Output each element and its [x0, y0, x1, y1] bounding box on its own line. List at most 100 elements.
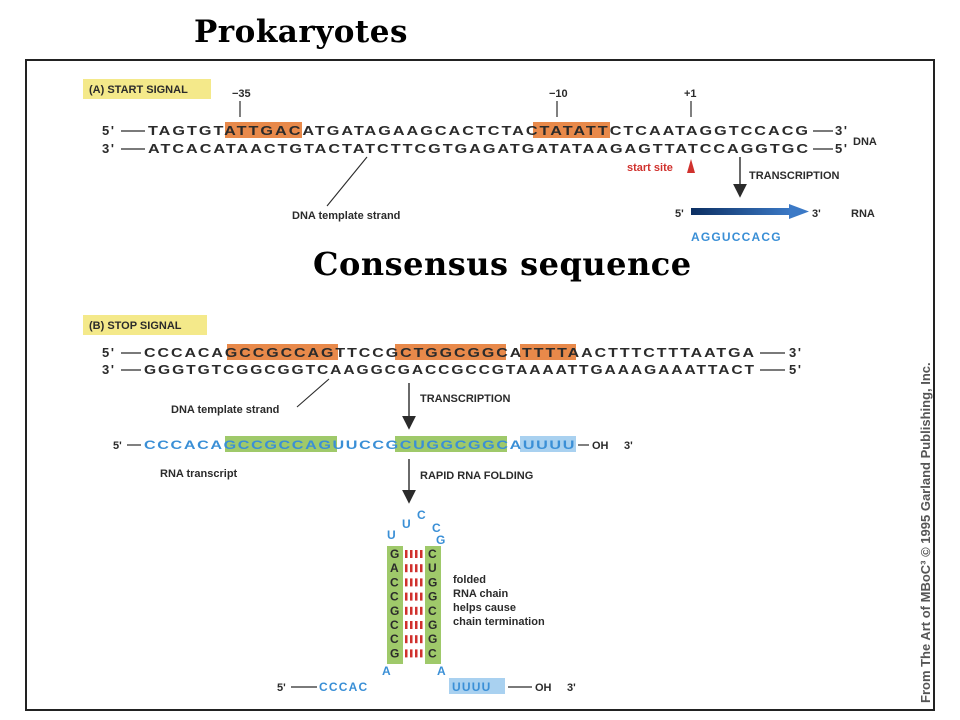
rna-a-seq: AGGUCCACG [691, 230, 782, 244]
start-signal-tag: (A) START SIGNAL [89, 84, 188, 96]
seq-segment: TTCCG [335, 345, 400, 360]
stem-right-base: U [428, 561, 437, 575]
start-site-arrow-icon [687, 159, 695, 173]
stem-left-base: C [390, 618, 399, 632]
base-pair-tick [410, 564, 413, 573]
base-pair-tick [415, 550, 418, 558]
stem-right-base: C [428, 547, 437, 561]
stop-signal-tag: (B) STOP SIGNAL [89, 320, 182, 332]
base-pair-tick [415, 606, 418, 615]
seq-segment: UUCCG [333, 438, 400, 452]
box-minus10 [533, 122, 610, 138]
stem-right-base: G [428, 618, 437, 632]
base-pair-tick [420, 606, 423, 615]
page-title: Prokaryotes [194, 14, 408, 50]
base-pair-tick [410, 578, 413, 587]
stem-right-base: G [428, 575, 437, 589]
folded-note-2: RNA chain [453, 588, 508, 600]
transcription-label-b: TRANSCRIPTION [420, 393, 511, 405]
rna-arrow-icon [691, 208, 791, 215]
dna-label: DNA [853, 136, 877, 148]
stem-right-bg [425, 546, 441, 664]
bottom-seq: CCCAC [319, 680, 368, 694]
seq-segment: A [510, 438, 523, 452]
seq-minus10: TATATT [540, 123, 610, 138]
folding-label: RAPID RNA FOLDING [420, 470, 533, 482]
seq-segment: GCCGCCAG [224, 438, 333, 452]
base-pair-tick [420, 649, 423, 658]
stem-left-base: A [390, 561, 399, 575]
stem-left-bg [387, 546, 403, 664]
rna-box3 [520, 436, 576, 452]
transcript-three: 3' [624, 440, 633, 452]
folded-note-4: chain termination [453, 616, 545, 628]
base-pair-tick [410, 606, 413, 615]
strand-b-top-three: 3' [789, 345, 803, 360]
bottom-uuuu-bg [449, 678, 505, 694]
base-pair-tick [415, 635, 418, 644]
pos-minus10: −10 [549, 88, 568, 100]
box-tttt [520, 344, 576, 360]
consensus-sequence-title: Consensus sequence [313, 245, 692, 283]
seq-segment: CCCACA [144, 345, 225, 360]
loop-u-top: U [402, 517, 411, 531]
stem-right-base: G [428, 590, 437, 604]
base-pair-tick [420, 621, 423, 629]
stem-left-base: G [390, 604, 399, 618]
stem-right-base: G [428, 632, 437, 646]
stem-left: GACCGCCG [390, 547, 399, 660]
stem-pairs [405, 550, 423, 658]
box-minus35 [225, 122, 302, 138]
seq-minus35: TTGACA [237, 123, 315, 138]
strand-b-top-five: 5' [102, 345, 116, 360]
stem-right-base: C [428, 604, 437, 618]
strand-a-top-five: 5' [102, 123, 116, 138]
stem-right: CUGGCGGC [428, 547, 437, 660]
loop-u-left: U [387, 528, 396, 542]
strand-b-bottom-five: 5' [789, 362, 803, 377]
base-pair-tick [415, 621, 418, 629]
seq-segment: CCCACA [144, 438, 224, 452]
template-pointer-line [326, 156, 368, 207]
transcription-label-a: TRANSCRIPTION [749, 170, 840, 182]
strand-a-bottom: ATCACATAACTGTACTATCTTCGTGAGATGATATAAGAGT… [148, 141, 810, 156]
base-pair-tick [420, 564, 423, 573]
rna-a-five: 5' [675, 208, 684, 220]
base-pair-tick [415, 592, 418, 601]
stem-left-base: C [390, 632, 399, 646]
base-pair-tick [405, 649, 408, 658]
stem-left-base: G [390, 646, 399, 660]
seq-segment: A [510, 345, 522, 360]
base-pair-tick [410, 550, 413, 558]
folded-note-1: folded [453, 574, 486, 586]
pos-plus1: +1 [684, 88, 697, 100]
seq-box2: CTGGCGGC [400, 345, 510, 360]
base-pair-tick [410, 649, 413, 658]
box-stem-right [395, 344, 506, 360]
base-pair-tick [420, 578, 423, 587]
rna-arrowhead [789, 204, 809, 219]
bottom-oh: OH [535, 682, 552, 694]
transcript-five: 5' [113, 440, 122, 452]
bottom-uuuu: UUUU [452, 680, 491, 694]
strand-b-bottom-three: 3' [102, 362, 116, 377]
seq-segment: UUUU [523, 438, 576, 452]
loop-c-right: C [432, 521, 441, 535]
base-pair-tick [405, 621, 408, 629]
stem-left-base: C [390, 590, 399, 604]
bottom-three: 3' [567, 682, 576, 694]
base-pair-tick [405, 550, 408, 558]
bottom-a-right: A [437, 664, 446, 678]
seq-segment: CUGGCGGC [400, 438, 510, 452]
base-pair-tick [420, 635, 423, 644]
strand-b-bottom: GGGTGTCGGCGGTCAAGGCGACCGCCGTAAAATTGAAAGA… [144, 362, 756, 377]
template-pointer-line-b [296, 378, 330, 408]
base-pair-tick [405, 635, 408, 644]
rna-box2 [395, 436, 507, 452]
rna-a-label: RNA [851, 208, 875, 220]
